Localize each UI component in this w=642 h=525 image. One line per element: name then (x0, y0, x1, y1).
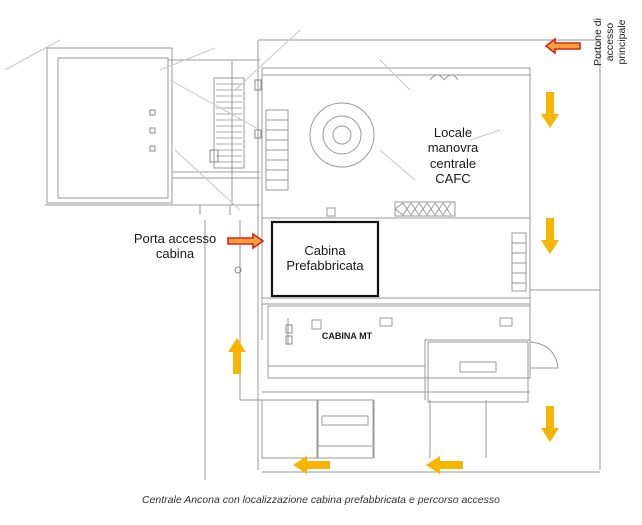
door-arcs (429, 74, 459, 81)
arrow-up-icon (228, 338, 246, 374)
cabina-prefabbricata-box (270, 220, 380, 298)
route-arrows (228, 92, 559, 474)
label-portone-line-3: principale (616, 19, 629, 65)
label-locale-manovra: Locale manovra centrale CAFC (408, 125, 498, 186)
round-tank-inner (332, 125, 352, 145)
right-room-door (529, 341, 559, 369)
label-cabina-prefabbricata: Cabina Prefabbricata (272, 243, 378, 274)
label-locale-line-2: manovra (427, 140, 479, 156)
left-wing-outline (46, 47, 173, 204)
arrow-porta-accesso-icon (227, 232, 265, 250)
label-locale-line-4: CAFC (435, 170, 471, 186)
arrow-down-1-icon (541, 92, 559, 128)
lower-room-1 (261, 399, 318, 459)
arrow-down-2-icon (541, 218, 559, 254)
label-porta-line-1: Porta accesso (133, 231, 217, 246)
arrow-left-2-icon (293, 456, 330, 474)
round-tank-outer (309, 102, 375, 168)
arrow-left-1-icon (426, 456, 463, 474)
label-locale-line-1: Locale (433, 125, 473, 140)
label-locale-line-3: centrale (429, 155, 477, 171)
label-cabina-line-2: Prefabbricata (286, 258, 364, 274)
label-porta-line-2: cabina (155, 246, 195, 262)
arrow-portone-icon (544, 37, 581, 55)
figure-caption: Centrale Ancona con localizzazione cabin… (142, 494, 500, 506)
label-portone-line-2: accesso (604, 22, 617, 62)
round-tank-mid (322, 115, 362, 155)
right-room (427, 341, 529, 403)
label-cabina-mt: CABINA MT (321, 331, 373, 341)
label-portone-line-1: Portone di (592, 18, 604, 66)
lower-room-2 (317, 399, 374, 459)
right-stair (511, 232, 527, 292)
label-portone: Portone di accesso principale (592, 7, 632, 77)
arrow-down-3-icon (541, 406, 559, 442)
label-cabina-line-1: Cabina (304, 243, 346, 258)
label-porta-accesso: Porta accesso cabina (125, 231, 225, 262)
left-stair (213, 77, 245, 169)
left-wing-inner (57, 57, 169, 199)
